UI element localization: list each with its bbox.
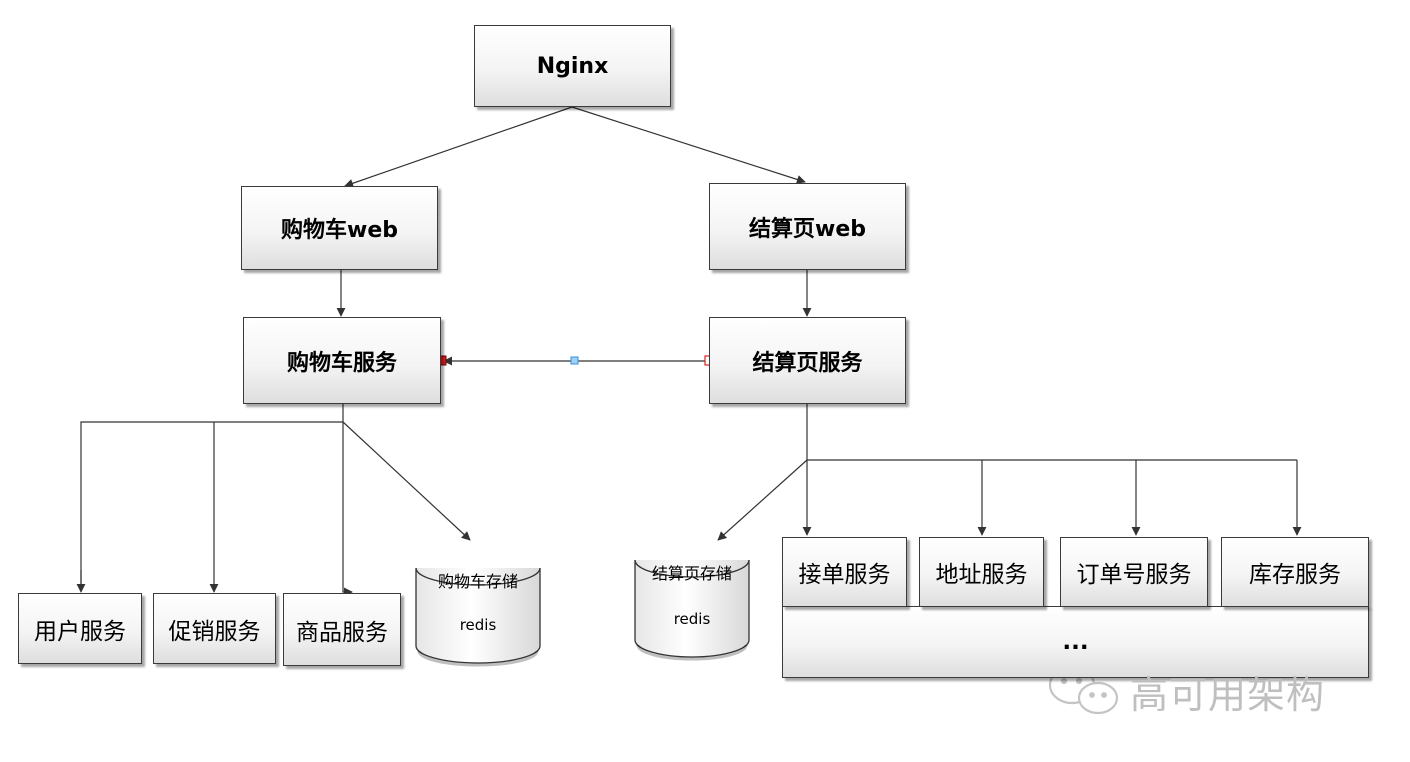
- checkout-service-node[interactable]: 结算页服务: [709, 317, 906, 404]
- checkout-storage-engine: redis: [673, 610, 711, 628]
- cart-service-node[interactable]: 购物车服务: [243, 317, 441, 404]
- address-service-node[interactable]: 地址服务: [919, 537, 1044, 607]
- order-no-service-node[interactable]: 订单号服务: [1060, 537, 1208, 607]
- inventory-service-node[interactable]: 库存服务: [1221, 537, 1369, 607]
- connector-midpoint-blue: [570, 356, 579, 365]
- wechat-icon: [1048, 665, 1119, 715]
- edge-nginx-cart-web: [344, 106, 573, 188]
- edge-checkout-redis: [717, 459, 808, 541]
- checkout-web-node[interactable]: 结算页web: [709, 183, 906, 270]
- edge-cart-bus: [80, 421, 343, 590]
- order-accept-service-node[interactable]: 接单服务: [782, 537, 907, 607]
- cart-storage-name: 购物车存储: [437, 572, 518, 591]
- user-service-node[interactable]: 用户服务: [18, 593, 142, 664]
- product-service-node[interactable]: 商品服务: [283, 593, 401, 666]
- ellipsis-services-row[interactable]: ...: [782, 606, 1369, 678]
- cart-redis-cylinder: [415, 567, 541, 667]
- edge-cart-product: [342, 422, 353, 597]
- cart-storage-engine: redis: [459, 616, 497, 634]
- checkout-storage-name: 结算页存储: [651, 564, 732, 583]
- edge-nginx-checkout-web: [571, 106, 806, 184]
- nginx-node[interactable]: Nginx: [474, 25, 671, 107]
- checkout-redis-cylinder: [634, 559, 750, 661]
- promo-service-node[interactable]: 促销服务: [153, 593, 276, 664]
- cart-web-node[interactable]: 购物车web: [241, 186, 438, 270]
- edge-cart-redis: [342, 421, 471, 541]
- watermark-text: 高可用架构: [1130, 673, 1326, 717]
